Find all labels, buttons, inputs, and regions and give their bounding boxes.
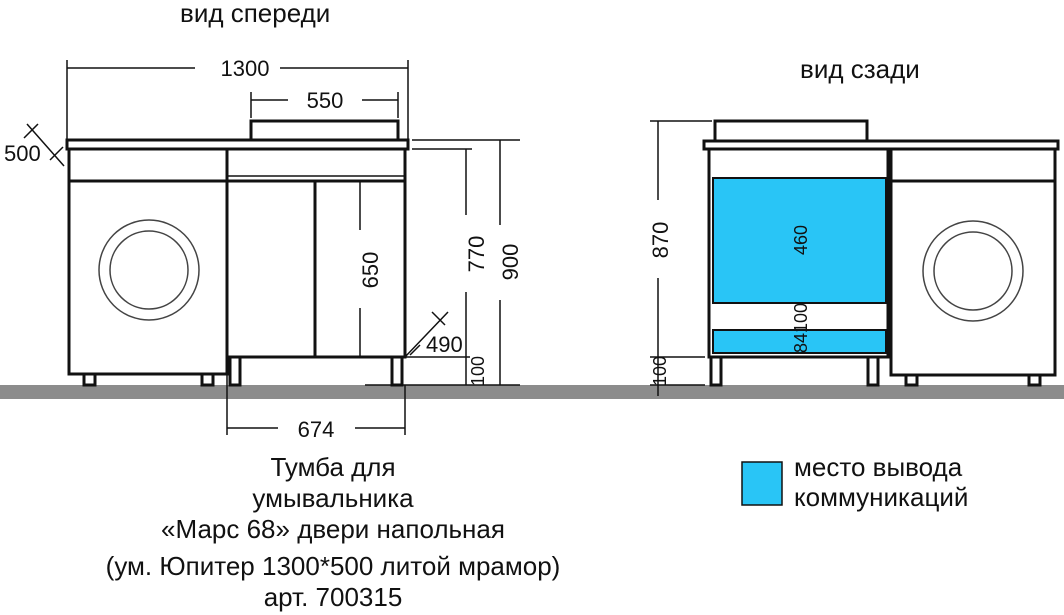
dim-500: 500 [4,141,41,166]
dim-100-gap: 100 [791,303,811,333]
dim-490: 490 [426,332,463,357]
dim-100-front: 100 [468,356,488,386]
washer-drum-inner [109,230,189,310]
back-view: 460 100 84 870 100 [648,119,1060,396]
dim-84: 84 [791,333,811,353]
basin-raised [249,119,400,140]
basin-raised-back [713,119,869,141]
caption-line5: арт. 700315 [264,582,403,612]
back-view-title: вид сзади [800,54,920,84]
dim-460: 460 [791,225,811,255]
dim-650: 650 [358,252,383,289]
dim-100-back: 100 [650,356,670,386]
caption: Тумба для умывальника «Марс 68» двери на… [106,452,561,612]
caption-line4: (ум. Юпитер 1300*500 литой мрамор) [106,551,561,581]
legend-line1: место вывода [794,452,963,482]
front-view-title: вид спереди [180,0,330,28]
front-view: 1300 550 500 900 770 650 490 100 674 [4,56,523,442]
dim-770: 770 [464,236,489,273]
dim-870: 870 [648,222,673,259]
washing-machine [67,147,229,376]
washing-machine-back [889,147,1057,377]
caption-line1: Тумба для [270,452,395,482]
dim-674: 674 [298,417,335,442]
legend-line2: коммуникаций [794,482,968,512]
legend-swatch [741,461,783,506]
dim-550: 550 [307,88,344,113]
caption-line2: умывальника [252,483,414,513]
communication-zone-upper [712,177,887,304]
washer-drum-outer [98,219,200,321]
communication-zone-lower [712,329,887,354]
caption-line3: «Марс 68» двери напольная [161,514,505,544]
dim-1300: 1300 [221,56,270,81]
floor [0,385,1064,399]
dim-900: 900 [498,244,523,281]
